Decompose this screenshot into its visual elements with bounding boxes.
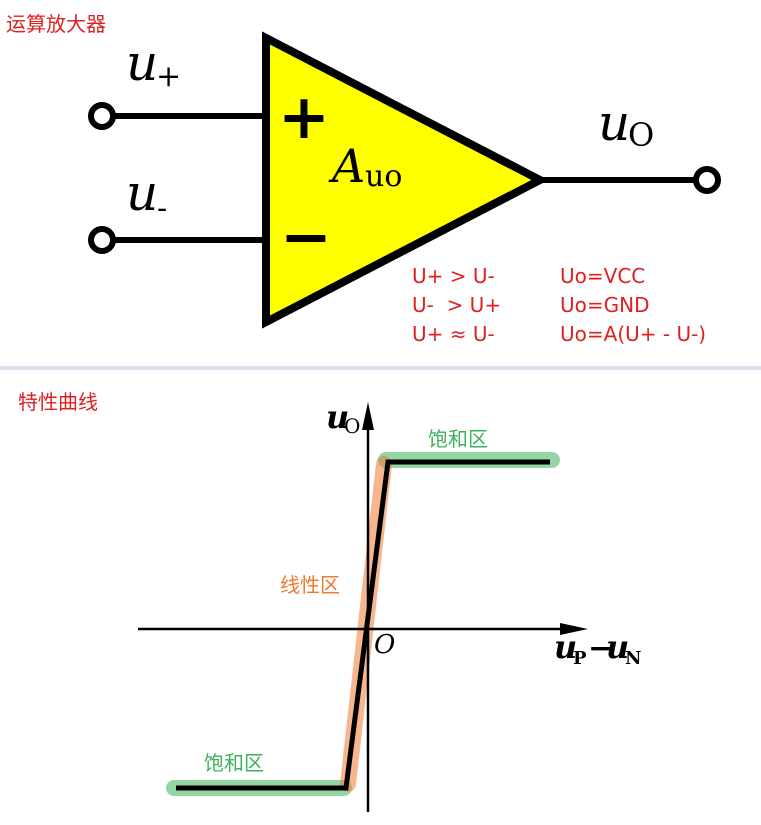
x-axis-dash: − [588, 631, 613, 666]
origin-label: O [374, 630, 395, 660]
transfer-curve [176, 459, 550, 791]
rule-results: Uo=VCC Uo=GND Uo=A(U+ - U-) [560, 262, 706, 349]
input-plus-symbol: u [126, 34, 158, 92]
linear-region-label: 线性区 [280, 573, 340, 597]
characteristic-title: 特性曲线 [18, 390, 98, 414]
y-axis-symbol: u [326, 398, 349, 436]
x-axis-arrow [560, 623, 588, 635]
x-axis-subscript-n: N [625, 648, 641, 669]
output-terminal [693, 166, 721, 194]
input-plus-terminal [88, 102, 116, 130]
gain-symbol: A [328, 139, 365, 193]
minus-sign: − [280, 200, 332, 273]
characteristic-panel: 特性曲线 u O O u P − u N 饱和区 饱和区 线性区 [0, 372, 761, 825]
rule-conditions: U+ > U- U- > U+ U+ ≈ U- [412, 262, 501, 349]
y-axis-subscript: O [344, 414, 360, 438]
input-plus-subscript: + [156, 59, 181, 94]
x-axis-subscript-p: P [573, 648, 587, 669]
output-symbol: u [598, 94, 630, 152]
rule-condition-3: U+ ≈ U- [412, 322, 495, 346]
input-minus-symbol: u [126, 164, 158, 222]
panel-divider [0, 366, 761, 370]
x-axis-symbol-p: u [554, 628, 577, 666]
rule-result-2: Uo=GND [560, 293, 650, 317]
y-axis-arrow [362, 402, 374, 430]
saturation-top-label: 饱和区 [428, 427, 488, 451]
rule-result-3: Uo=A(U+ - U-) [560, 322, 707, 346]
x-axis-symbol-n: u [606, 628, 629, 666]
output-subscript: O [628, 116, 654, 154]
characteristic-chart: u O O u P − u N 饱和区 饱和区 线性区 [138, 398, 641, 812]
saturation-bottom-label: 饱和区 [204, 751, 264, 775]
input-minus-terminal [88, 226, 116, 254]
opamp-diagram: + − A uo u + u - u O [88, 31, 721, 329]
rule-condition-2: U- > U+ [412, 293, 502, 317]
opamp-panel: 运算放大器 + − A uo u + u - u O U+ > U- U- > … [0, 0, 761, 366]
amplifier-triangle [262, 31, 549, 329]
gain-subscript: uo [365, 159, 402, 194]
plus-sign: + [278, 80, 330, 153]
rule-condition-1: U+ > U- [412, 264, 495, 288]
opamp-title: 运算放大器 [6, 12, 106, 36]
input-minus-subscript: - [157, 191, 167, 226]
rule-result-1: Uo=VCC [560, 264, 646, 288]
